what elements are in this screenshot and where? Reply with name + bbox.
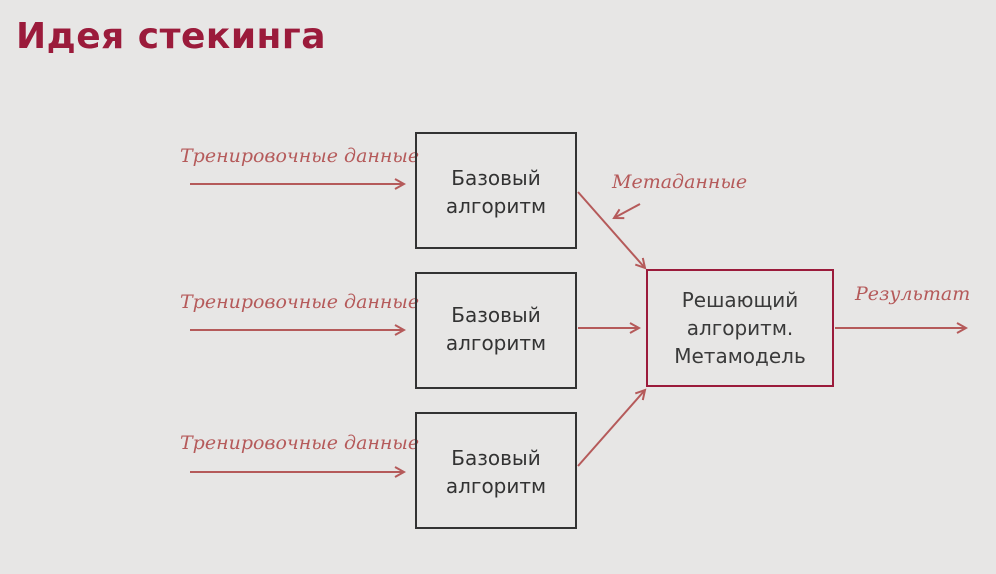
base-to-meta-arrow-3 bbox=[577, 390, 645, 467]
base-model-1-line1: Базовый bbox=[451, 166, 540, 190]
page-title: Идея стекинга bbox=[16, 16, 327, 57]
base-model-box-1 bbox=[415, 132, 577, 249]
base-to-meta-arrow-1 bbox=[577, 191, 645, 268]
base-model-1-line2: алгоритм bbox=[446, 194, 546, 218]
metadata-label: Метаданные bbox=[611, 171, 747, 193]
input-label-3: Тренировочные данные bbox=[180, 432, 419, 454]
base-model-box-3 bbox=[415, 412, 577, 529]
metadata-pointer-arrow bbox=[614, 203, 641, 218]
base-model-3-line1: Базовый bbox=[451, 446, 540, 470]
meta-model-line1: Решающий bbox=[682, 288, 799, 312]
input-label-1: Тренировочные данные bbox=[180, 145, 419, 167]
base-model-3-line2: алгоритм bbox=[446, 474, 546, 498]
base-model-2-line2: алгоритм bbox=[446, 331, 546, 355]
result-label: Результат bbox=[854, 283, 970, 305]
meta-model-line3: Метамодель bbox=[674, 344, 806, 368]
base-model-2-line1: Базовый bbox=[451, 303, 540, 327]
base-model-box-2 bbox=[415, 272, 577, 389]
meta-model-line2: алгоритм. bbox=[687, 316, 794, 340]
input-label-2: Тренировочные данные bbox=[180, 291, 419, 313]
meta-model-box bbox=[646, 269, 834, 387]
